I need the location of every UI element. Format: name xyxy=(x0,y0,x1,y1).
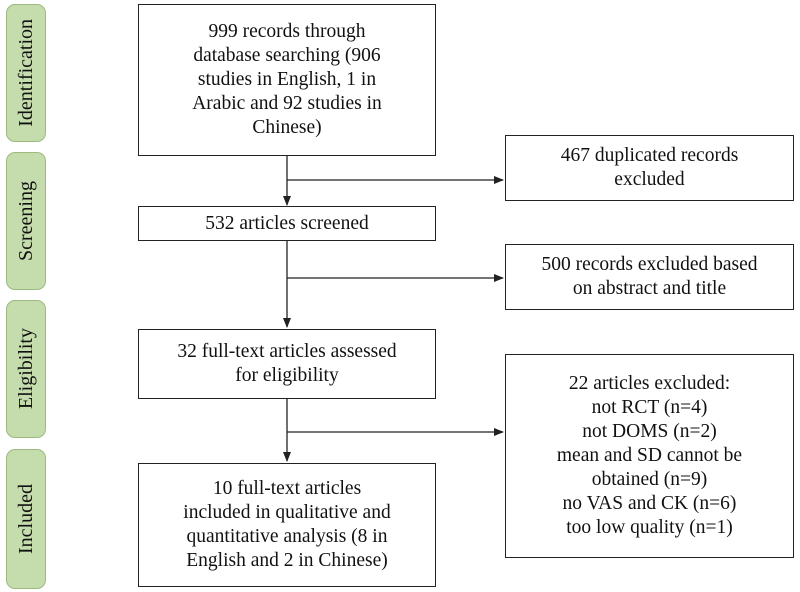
phase-identification: Identification xyxy=(6,4,46,142)
phase-eligibility: Eligibility xyxy=(6,300,46,438)
box-included-articles-line-3: quantitative analysis (8 in xyxy=(186,526,388,547)
box-articles-excluded-line-4: mean and SD cannot be xyxy=(556,445,743,466)
box-articles-excluded-line-3: not DOMS (n=2) xyxy=(582,421,717,442)
box-included-articles-line-4: English and 2 in Chinese) xyxy=(186,550,388,571)
box-fulltext-assessed-line-1: 32 full-text articles assessed xyxy=(177,341,397,362)
box-records-identified-line-1: 999 records through xyxy=(208,21,366,42)
box-records-identified: 999 records through database searching (… xyxy=(138,4,436,156)
box-records-identified-line-2: database searching (906 xyxy=(193,45,381,66)
box-articles-excluded: 22 articles excluded: not RCT (n=4) not … xyxy=(505,354,794,558)
box-articles-excluded-line-5: obtained (n=9) xyxy=(591,469,708,490)
box-included-articles: 10 full-text articles included in qualit… xyxy=(138,463,436,587)
box-abstract-excluded: 500 records excluded based on abstract a… xyxy=(505,244,794,310)
box-records-identified-line-3: studies in English, 1 in xyxy=(197,69,377,90)
box-articles-excluded-line-7: too low quality (n=1) xyxy=(566,517,733,538)
box-duplicates-excluded-line-2: excluded xyxy=(614,169,685,190)
box-abstract-excluded-line-2: on abstract and title xyxy=(572,278,727,299)
box-articles-excluded-line-2: not RCT (n=4) xyxy=(591,397,708,418)
box-included-articles-line-2: included in qualitative and xyxy=(183,502,391,523)
box-included-articles-line-1: 10 full-text articles xyxy=(212,478,362,499)
box-records-identified-line-4: Arabic and 92 studies in xyxy=(192,93,382,114)
box-duplicates-excluded-line-1: 467 duplicated records xyxy=(560,145,739,166)
box-duplicates-excluded: 467 duplicated records excluded xyxy=(505,135,794,201)
box-articles-screened: 532 articles screened xyxy=(138,206,436,241)
box-abstract-excluded-line-1: 500 records excluded based xyxy=(541,254,758,275)
box-fulltext-assessed: 32 full-text articles assessed for eligi… xyxy=(138,329,436,399)
phase-included: Included xyxy=(6,449,46,589)
phase-screening: Screening xyxy=(6,152,46,290)
box-articles-screened-line-1: 532 articles screened xyxy=(205,212,369,234)
box-fulltext-assessed-line-2: for eligibility xyxy=(235,365,339,386)
box-articles-excluded-line-6: no VAS and CK (n=6) xyxy=(562,493,737,514)
box-records-identified-line-5: Chinese) xyxy=(252,117,322,138)
box-articles-excluded-line-1: 22 articles excluded: xyxy=(568,373,731,394)
